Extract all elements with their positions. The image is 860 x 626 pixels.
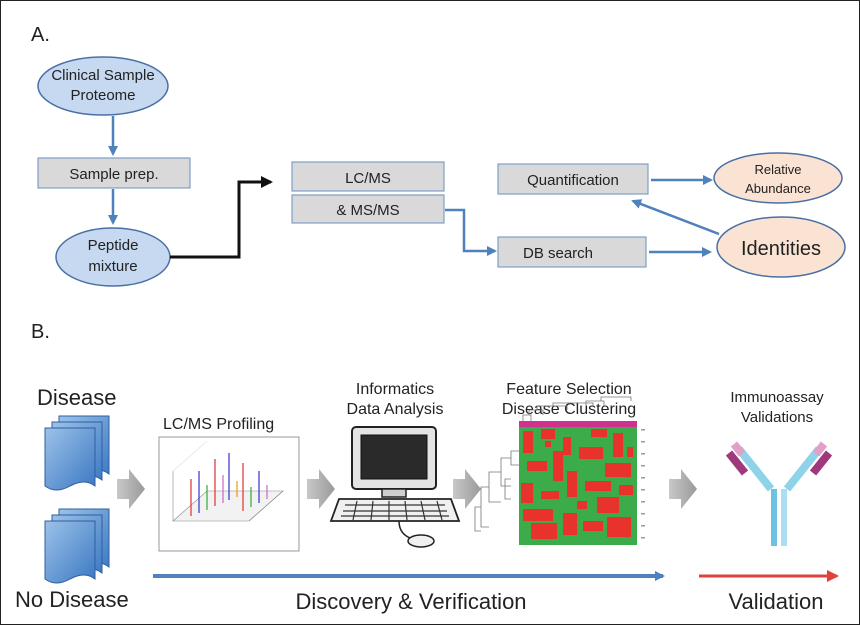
arrow-peptide-to-lcms [170, 176, 273, 259]
relative-abundance-line2: Abundance [745, 181, 811, 196]
heatmap-thumbnail [474, 396, 645, 545]
antibody-icon [725, 441, 833, 546]
lcms-box [291, 161, 445, 192]
informatics-line2: Data Analysis [347, 401, 444, 418]
clinical-sample-line2: Proteome [70, 87, 135, 104]
feature-selection-line1: Feature Selection [506, 381, 631, 398]
feature-selection-line2: Disease Clustering [502, 401, 636, 418]
clinical-sample-node [37, 56, 169, 116]
identities-node [716, 216, 846, 278]
msms-label: & MS/MS [336, 202, 399, 219]
quantification-box [497, 163, 649, 195]
validation-label: Validation [729, 589, 824, 614]
relative-abundance-node [713, 152, 843, 204]
db-search-label: DB search [523, 245, 593, 262]
lcms-label: LC/MS [345, 170, 391, 187]
peptide-mixture-line2: mixture [88, 258, 137, 275]
sample-prep-label: Sample prep. [69, 166, 158, 183]
no-disease-document-stack-icon [44, 508, 110, 584]
db-search-box [497, 236, 647, 268]
arrow-msms-to-dbsearch [445, 208, 497, 256]
lcms-profile-plot-thumbnail [158, 436, 300, 552]
immunoassay-line1: Immunoassay [730, 389, 824, 406]
chevron-arrow-icon [307, 469, 335, 509]
sample-prep-box [37, 157, 191, 189]
clinical-sample-line1: Clinical Sample [51, 67, 154, 84]
disease-label: Disease [37, 385, 116, 410]
relative-abundance-line1: Relative [755, 162, 802, 177]
panel-b-label: B. [31, 321, 50, 343]
panel-a-label: A. [31, 24, 50, 46]
computer-icon [329, 426, 461, 548]
discovery-verification-label: Discovery & Verification [295, 589, 526, 614]
lcms-profiling-label: LC/MS Profiling [163, 416, 274, 433]
chevron-arrow-icon [117, 469, 145, 509]
identities-label: Identities [741, 238, 821, 260]
chevron-arrow-icon [669, 469, 697, 509]
arrow-identities-to-quant [631, 199, 720, 236]
disease-document-stack-icon [44, 415, 110, 491]
msms-box [291, 194, 445, 224]
informatics-line1: Informatics [356, 381, 434, 398]
quantification-label: Quantification [527, 172, 619, 189]
peptide-mixture-line1: Peptide [88, 237, 139, 254]
chevron-arrow-icon [453, 469, 481, 509]
no-disease-label: No Disease [15, 587, 129, 612]
immunoassay-line2: Validations [741, 409, 813, 426]
